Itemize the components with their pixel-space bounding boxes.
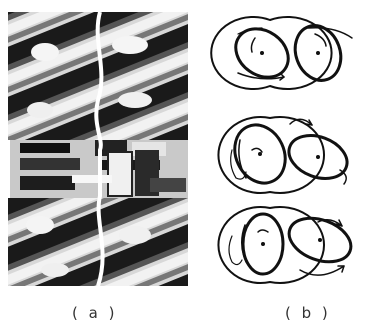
caption-b: ( b ) xyxy=(285,304,331,322)
twin-screw-elements-photo xyxy=(8,12,188,286)
twin-screw-cross-section-icon xyxy=(211,17,357,283)
caption-a: ( a ) xyxy=(72,304,117,322)
cross-section-stage-1 xyxy=(211,17,352,89)
cross-section-stage-3 xyxy=(218,207,356,283)
cross-section-stage-2 xyxy=(218,117,353,193)
